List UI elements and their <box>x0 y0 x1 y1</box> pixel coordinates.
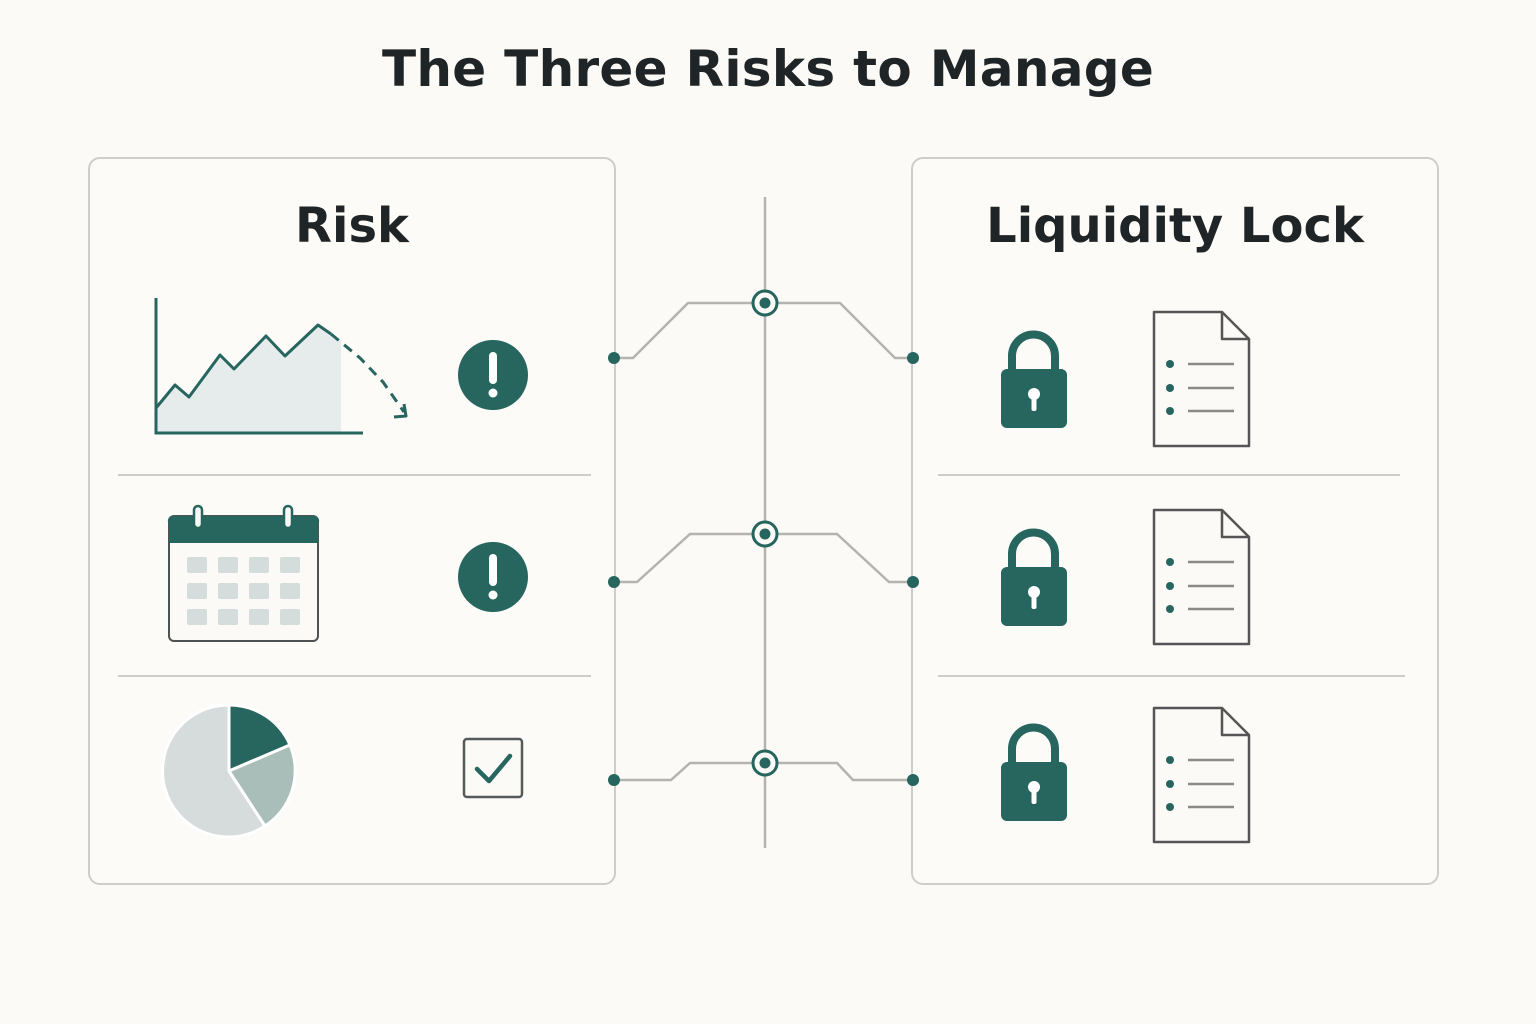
alert-icon <box>458 340 528 410</box>
node-right-2 <box>907 576 919 588</box>
risk-panel-header: Risk <box>295 198 409 254</box>
row-dividers <box>118 474 1405 677</box>
node-left-3 <box>608 774 620 786</box>
page-title: The Three Risks to Manage <box>381 40 1155 98</box>
node-left-1 <box>608 352 620 364</box>
node-right-1 <box>907 352 919 364</box>
padlock-icon <box>1001 528 1067 626</box>
alert-icon <box>458 542 528 612</box>
connector-nodes <box>608 289 919 786</box>
padlock-icon <box>1001 723 1067 821</box>
liquidity-lock-panel-header: Liquidity Lock <box>986 198 1364 254</box>
document-list-icon <box>1152 508 1251 646</box>
hub-node-2 <box>751 520 779 548</box>
node-right-3 <box>907 774 919 786</box>
document-list-icon <box>1152 310 1251 448</box>
pie-chart-icon <box>161 703 297 839</box>
checkbox-checked-icon <box>462 737 524 799</box>
hub-node-3 <box>751 749 779 777</box>
calendar-icon <box>167 504 320 642</box>
hub-node-1 <box>751 289 779 317</box>
padlock-icon <box>1001 330 1067 428</box>
document-list-icon <box>1152 706 1251 844</box>
node-left-2 <box>608 576 620 588</box>
declining-chart-icon <box>154 298 408 435</box>
